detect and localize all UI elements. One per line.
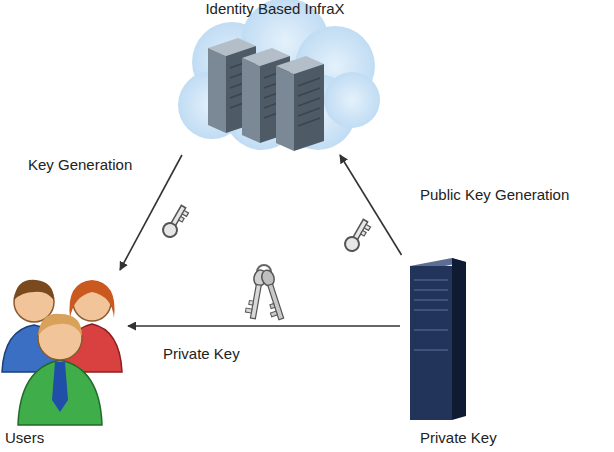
edge-label: Key Generation xyxy=(28,156,132,174)
node-label: Identity Based InfraX xyxy=(205,0,344,18)
node-label: Users xyxy=(5,429,44,447)
key-icon xyxy=(342,217,372,254)
cloud-shape xyxy=(178,0,380,150)
users-figure xyxy=(2,280,122,425)
arrow-connector xyxy=(340,155,402,255)
server-node: Private Key xyxy=(400,255,530,450)
edge-label: Public Key Generation xyxy=(420,186,569,204)
node-label: Private Key xyxy=(420,429,497,447)
users-node: Users xyxy=(0,270,128,450)
server-rack-group xyxy=(208,38,324,151)
server-tower xyxy=(410,258,466,420)
key-icon xyxy=(160,203,190,240)
edge-label: Private Key xyxy=(163,345,240,363)
key-bunch-icon xyxy=(245,265,287,322)
arrow-connector xyxy=(128,325,400,327)
cloud-node: Identity Based InfraX xyxy=(175,0,375,155)
